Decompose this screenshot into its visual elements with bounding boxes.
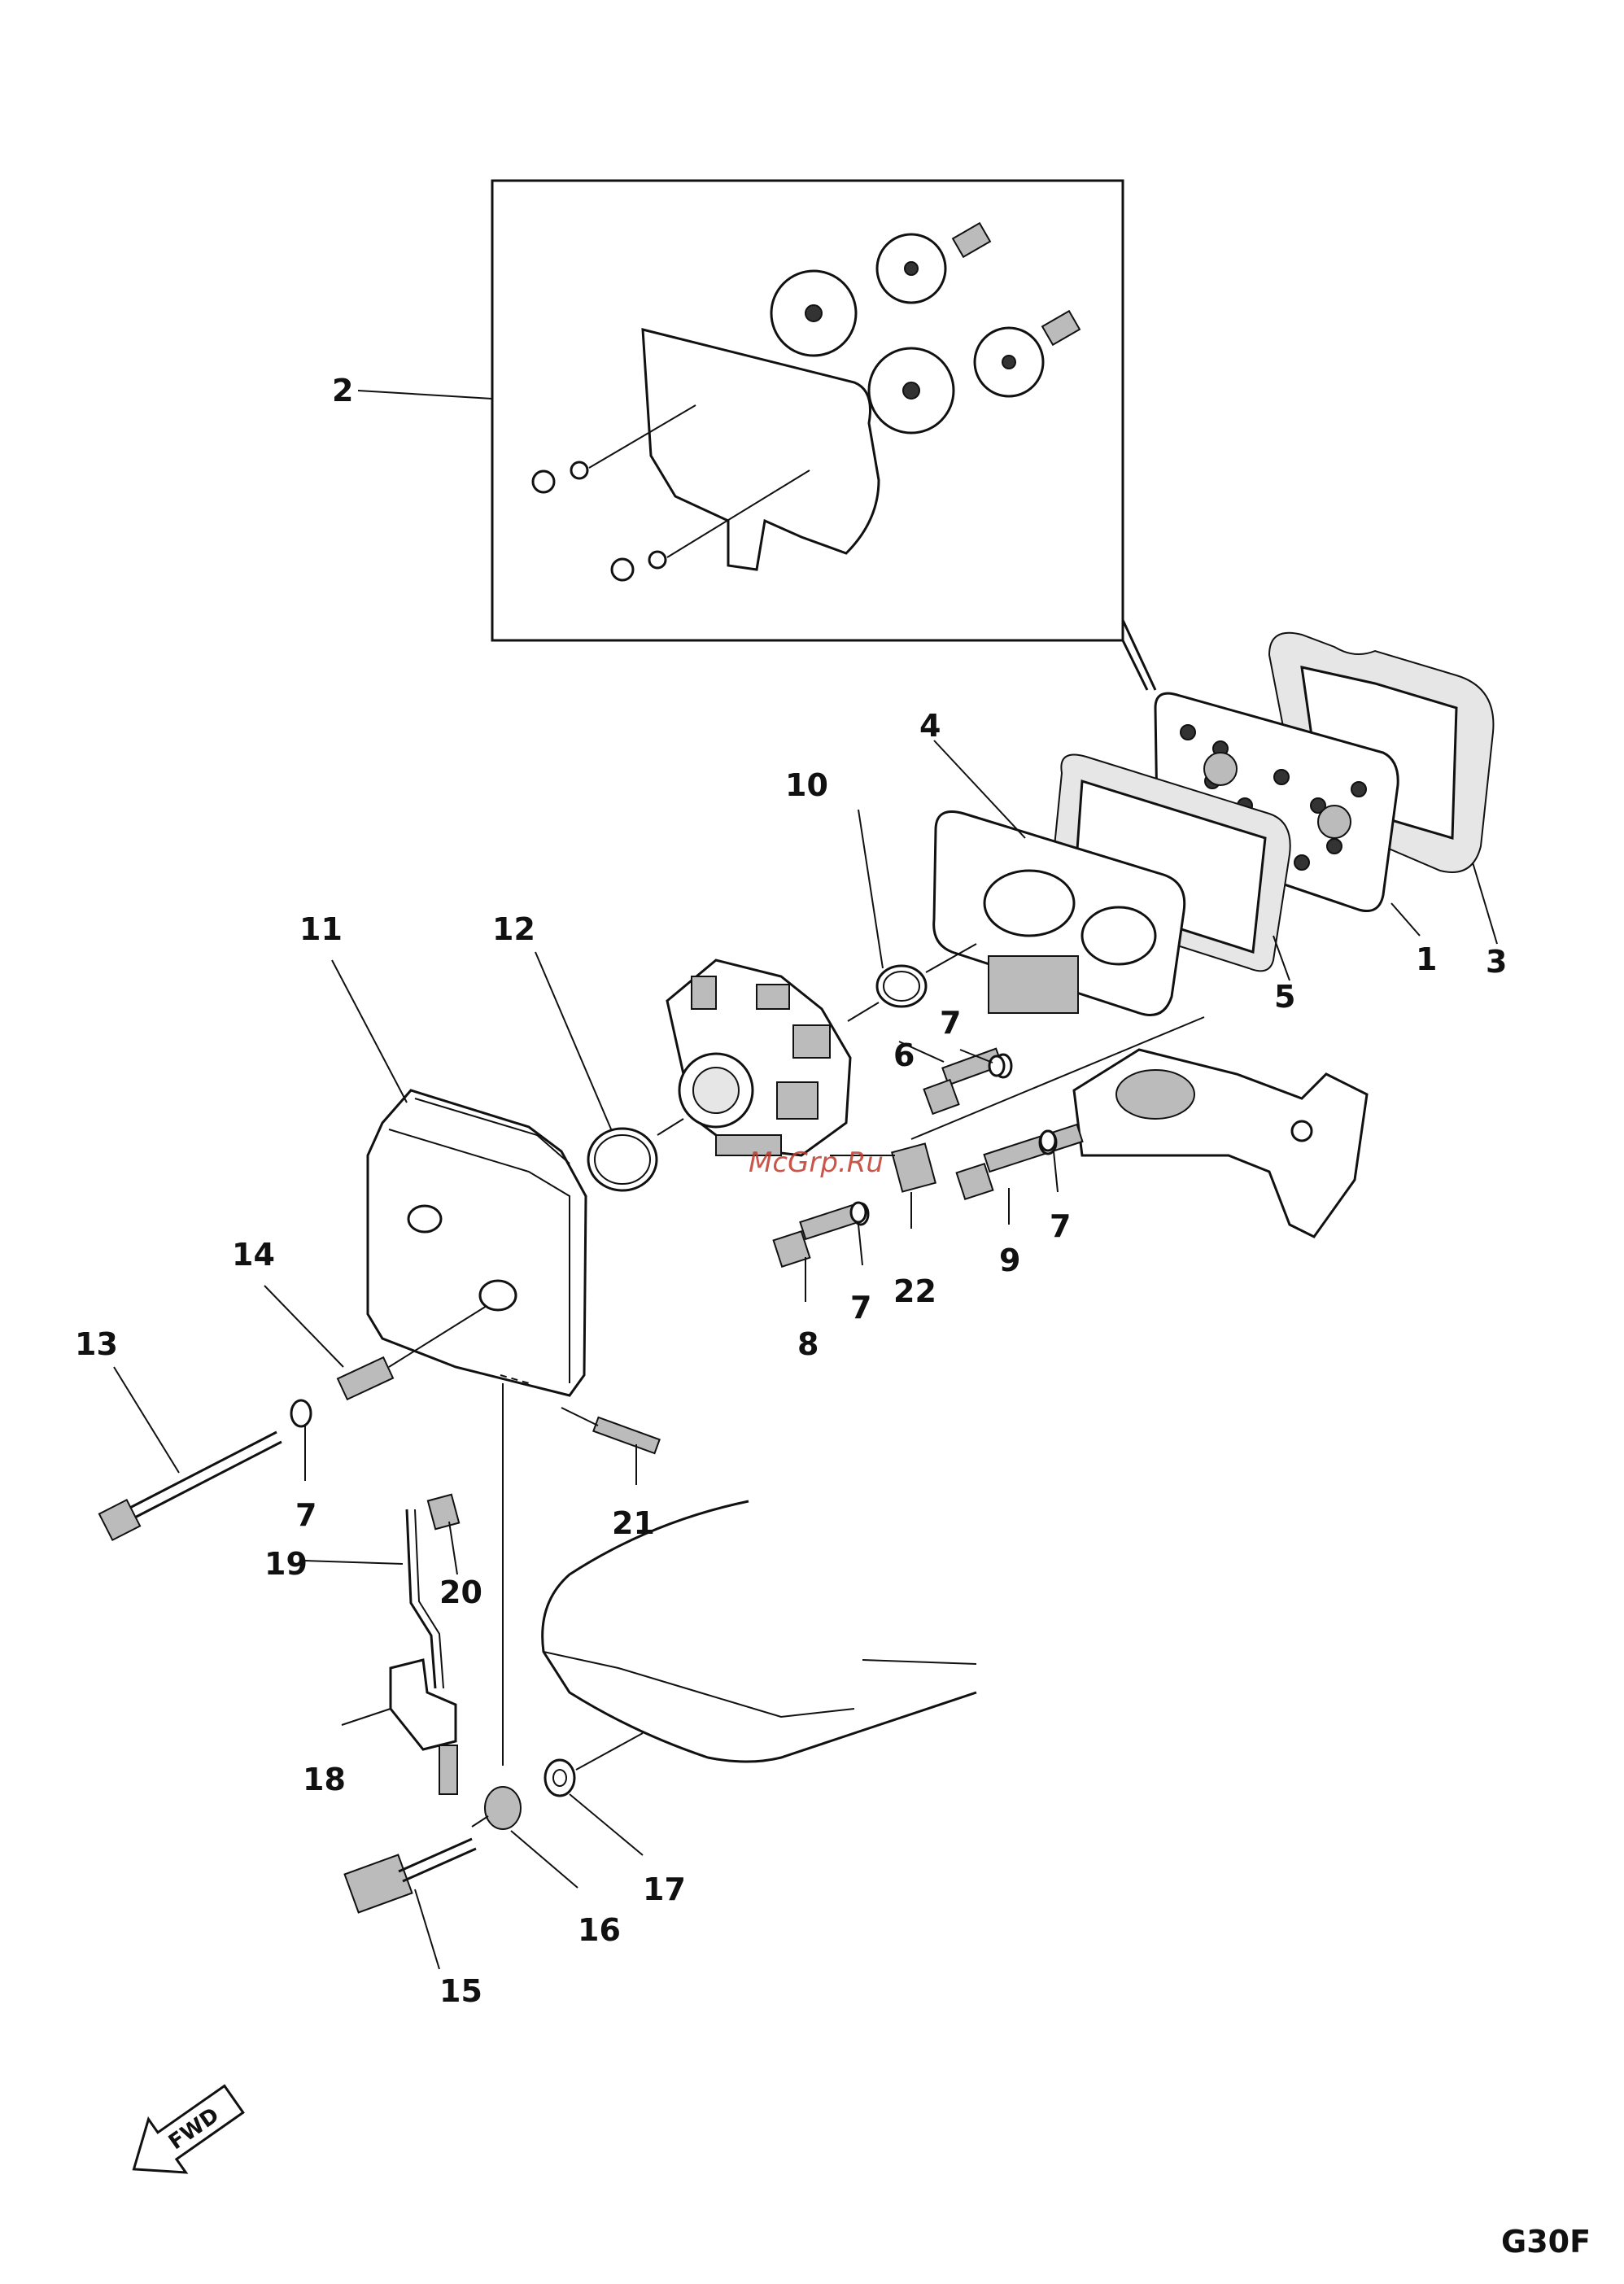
label-18: 18 xyxy=(303,1762,346,1797)
grommet-16 xyxy=(485,1787,521,1829)
washer-17 xyxy=(545,1760,574,1796)
label-8: 8 xyxy=(797,1326,819,1362)
label-2: 2 xyxy=(332,373,353,408)
label-7a: 7 xyxy=(940,1005,961,1041)
watermark: McGrp.Ru xyxy=(749,1146,884,1179)
fwd-arrow: FWD xyxy=(116,2072,253,2196)
label-14: 14 xyxy=(232,1237,275,1273)
label-3: 3 xyxy=(1486,944,1507,980)
pin-21 xyxy=(593,1417,659,1453)
label-20: 20 xyxy=(439,1574,482,1610)
sheet-code: G30F xyxy=(1501,2224,1591,2260)
crankcase-mount xyxy=(1074,1050,1367,1237)
label-15: 15 xyxy=(439,1973,482,2009)
label-16: 16 xyxy=(578,1912,621,1948)
label-9: 9 xyxy=(999,1242,1020,1278)
intake-silencer-11 xyxy=(368,1090,586,1395)
label-22: 22 xyxy=(893,1273,936,1309)
label-19: 19 xyxy=(264,1546,308,1582)
label-6: 6 xyxy=(893,1037,915,1073)
label-7d: 7 xyxy=(295,1497,317,1533)
collar-14 xyxy=(338,1357,393,1400)
exploded-view xyxy=(99,633,1494,1913)
label-1: 1 xyxy=(1416,941,1437,977)
label-7b: 7 xyxy=(1050,1208,1071,1244)
reed-valve-detail-inset xyxy=(492,181,1155,690)
carburetor xyxy=(667,960,850,1155)
label-4: 4 xyxy=(919,708,941,744)
label-21: 21 xyxy=(612,1505,655,1541)
label-10: 10 xyxy=(785,767,828,803)
label-5: 5 xyxy=(1274,979,1295,1015)
nut-22 xyxy=(892,1143,936,1191)
lever-18 xyxy=(391,1660,456,1749)
label-11: 11 xyxy=(299,911,343,947)
engine-cowling xyxy=(543,1501,976,1762)
label-7c: 7 xyxy=(850,1290,871,1325)
label-13: 13 xyxy=(75,1326,118,1362)
label-12: 12 xyxy=(492,911,535,947)
long-bolt-13 xyxy=(122,1432,277,1512)
label-17: 17 xyxy=(643,1871,686,1907)
o-ring-12 xyxy=(588,1129,657,1190)
clip-20 xyxy=(428,1495,459,1530)
choke-knob-15 xyxy=(345,1855,413,1913)
bolt-9 xyxy=(984,1125,1083,1172)
